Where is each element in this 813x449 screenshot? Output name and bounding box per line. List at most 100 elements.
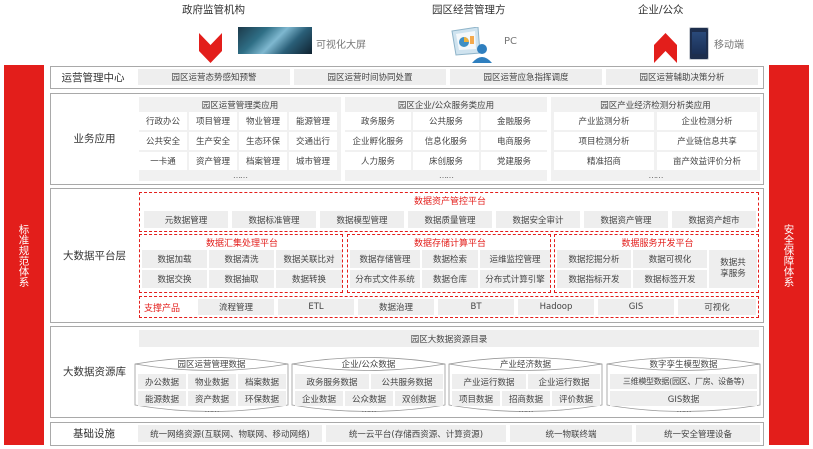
- platform-item: 数据安全审计: [496, 211, 580, 228]
- arrow-up-icon: [654, 33, 677, 63]
- app-item: 项目检测分析: [554, 132, 654, 150]
- standards-system-bar: 标准规范体系: [4, 65, 44, 445]
- ops-center-title: 运营管理中心: [61, 71, 125, 84]
- security-system-bar: 安全保障体系: [769, 65, 809, 445]
- actor-enterprise-public-label: 企业/公众: [638, 4, 684, 16]
- app-more: ……: [439, 171, 454, 180]
- platform-item: 数据资产管理: [584, 211, 668, 228]
- app-item: 亩产效益评价分析: [657, 152, 757, 170]
- infra-item: 统一网络资源(互联网、物联网、移动网络): [138, 425, 322, 442]
- data-item: 公共服务数据: [371, 374, 443, 389]
- data-item: 企业运行数据: [528, 374, 600, 389]
- platform-item: 数据清洗: [209, 250, 274, 268]
- app-item: 生产安全: [189, 132, 237, 150]
- platform-item: 数据关联比对: [276, 250, 342, 268]
- data-item: 资产数据: [188, 391, 236, 406]
- data-item: 三维模型数据(园区、厂房、设备等): [610, 374, 757, 389]
- infra-item: 统一物联终端: [510, 425, 632, 442]
- app-item: 行政办公: [139, 112, 187, 130]
- app-group-park-ops: 园区运营管理类应用 行政办公 项目管理 物业管理 能源管理 公共安全 生产安全 …: [139, 97, 341, 181]
- collection-title: 数据汇集处理平台: [205, 239, 278, 249]
- platform-item: 数据标准管理: [232, 211, 316, 228]
- platform-item: 数据转换: [276, 270, 342, 288]
- database-more: ……: [361, 405, 377, 414]
- data-item: 政务服务数据: [295, 374, 369, 389]
- database-more: ……: [204, 405, 220, 414]
- app-item: 人力服务: [345, 152, 411, 170]
- app-group-title: 园区运营管理类应用: [201, 101, 279, 111]
- database-title: 产业经济数据: [499, 360, 551, 370]
- app-item: 产业监测分析: [554, 112, 654, 130]
- app-group-title: 园区产业经济检测分析类应用: [600, 101, 711, 111]
- app-item: 党建服务: [481, 152, 547, 170]
- app-more: ……: [233, 171, 248, 180]
- database-title: 园区运营管理数据: [177, 360, 246, 370]
- platform-item: 运维监控管理: [480, 250, 550, 268]
- app-item: 公共服务: [413, 112, 479, 130]
- data-item: 双创数据: [395, 391, 443, 406]
- support-products: 支撑产品 流程管理 ETL 数据治理 BT Hadoop GIS 可视化: [139, 296, 759, 318]
- database-enterprise-public: 企业/公众数据 政务服务数据 公共服务数据 企业数据 公众数据 双创数据 ……: [291, 355, 446, 414]
- app-item: 金融服务: [481, 112, 547, 130]
- resource-library-layer: 大数据资源库 园区大数据资源目录 园区运营管理数据 办公数据 物业数据 档案数据…: [50, 326, 764, 418]
- data-item: 产业运行数据: [452, 374, 526, 389]
- app-item: 项目管理: [189, 112, 237, 130]
- data-item: 企业数据: [295, 391, 343, 406]
- app-item: 信息化服务: [413, 132, 479, 150]
- support-item: Hadoop: [518, 299, 594, 315]
- bigdata-platform-layer: 大数据平台层 数据资产管控平台 元数据管理 数据标准管理 数据模型管理 数据质量…: [50, 188, 764, 323]
- platform-item: 分布式计算引擎: [480, 270, 550, 288]
- app-item: 床创服务: [413, 152, 479, 170]
- platform-item: 分布式文件系统: [350, 270, 420, 288]
- app-item: 档案管理: [239, 152, 287, 170]
- database-park-ops: 园区运营管理数据 办公数据 物业数据 档案数据 能源数据 资产数据 环保数据 ……: [134, 355, 289, 414]
- platform-item: 数据检索: [422, 250, 478, 268]
- platform-item: 元数据管理: [144, 211, 228, 228]
- platform-item: 数据抽取: [209, 270, 274, 288]
- data-item: 环保数据: [238, 391, 286, 406]
- app-group-enterprise-services: 园区企业/公众服务类应用 政务服务 公共服务 金融服务 企业孵化服务 信息化服务…: [345, 97, 547, 181]
- actor-park-operator-label: 园区经营管理方: [432, 4, 506, 16]
- big-screen-icon: [238, 27, 312, 54]
- app-item: 企业孵化服务: [345, 132, 411, 150]
- app-item: 政务服务: [345, 112, 411, 130]
- ops-item: 园区运营辅助决策分析: [606, 69, 758, 85]
- platform-item: 数据标签开发: [633, 270, 707, 288]
- channel-big-screen-label: 可视化大屏: [316, 40, 366, 51]
- app-item: 交通出行: [289, 132, 337, 150]
- data-share-service: 数据共享服务: [709, 250, 757, 288]
- app-item: 公共安全: [139, 132, 187, 150]
- ops-item: 园区运营时间协同处置: [294, 69, 446, 85]
- data-item: 办公数据: [138, 374, 186, 389]
- app-item: 资产管理: [189, 152, 237, 170]
- bigdata-platform-title: 大数据平台层: [63, 249, 126, 262]
- platform-item: 数据交换: [142, 270, 207, 288]
- database-title: 企业/公众数据: [341, 360, 396, 370]
- data-item: 物业数据: [188, 374, 236, 389]
- support-item: 数据治理: [358, 299, 434, 315]
- infrastructure-layer: 基础设施 统一网络资源(互联网、物联网、移动网络) 统一云平台(存储西资源、计算…: [50, 422, 764, 446]
- support-item: GIS: [598, 299, 674, 315]
- platform-item: 数据指标开发: [557, 270, 631, 288]
- collection-platform: 数据汇集处理平台 数据加载 数据清洗 数据关联比对 数据交换 数据抽取 数据转换: [139, 234, 343, 293]
- ops-item: 园区运营应急指挥调度: [450, 69, 602, 85]
- app-item: 电商服务: [481, 132, 547, 150]
- database-more: ……: [676, 405, 692, 414]
- app-group-title: 园区企业/公众服务类应用: [397, 101, 495, 111]
- mobile-phone-icon: [689, 27, 709, 60]
- pc-user-icon: [451, 27, 492, 63]
- service-dev-title: 数据服务开发平台: [621, 239, 694, 249]
- database-more: ……: [518, 405, 534, 414]
- channel-pc-label: PC: [504, 36, 518, 47]
- platform-item: 数据可视化: [633, 250, 707, 268]
- data-item: 评价数据: [552, 391, 600, 406]
- storage-platform: 数据存储计算平台 数据存储管理 数据检索 运维监控管理 分布式文件系统 数据仓库…: [347, 234, 551, 293]
- data-item: 能源数据: [138, 391, 186, 406]
- support-products-title: 支撑产品: [144, 304, 181, 314]
- platform-item: 数据质量管理: [408, 211, 492, 228]
- ops-item: 园区运营态势感知预警: [138, 69, 290, 85]
- asset-control-title: 数据资产管控平台: [413, 197, 486, 207]
- platform-item: 数据挖掘分析: [557, 250, 631, 268]
- resource-catalog: 园区大数据资源目录: [139, 330, 759, 347]
- data-item: GIS数据: [610, 391, 757, 406]
